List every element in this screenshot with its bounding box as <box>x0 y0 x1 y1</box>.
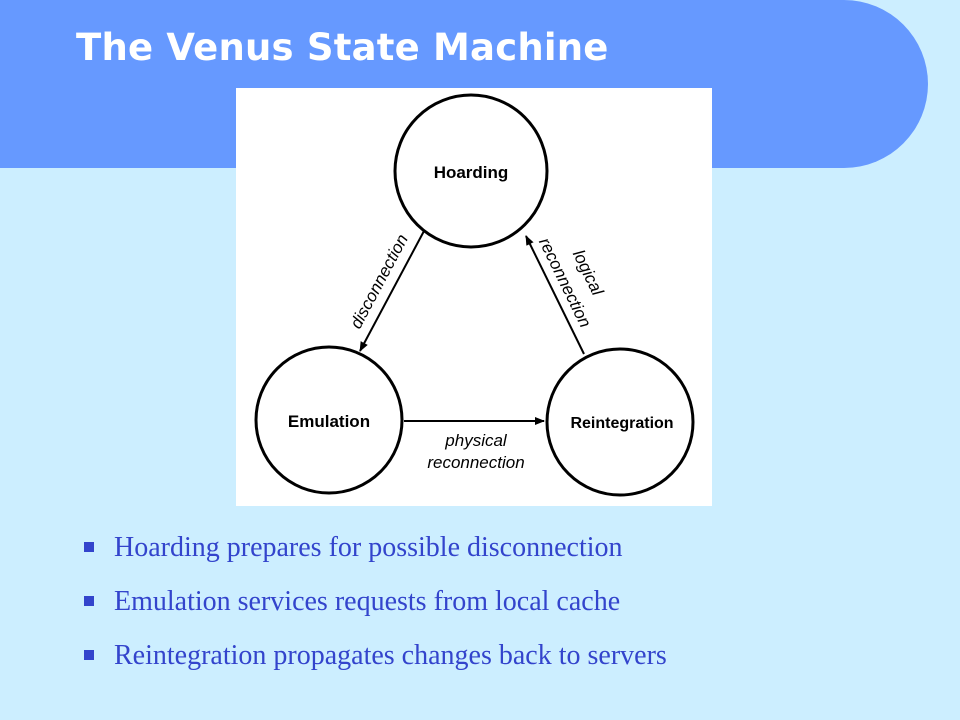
physical-reconnection-label: reconnection <box>427 453 524 472</box>
bullet-text: Emulation services requests from local c… <box>114 586 621 617</box>
physical-label: physical <box>444 431 508 450</box>
square-bullet-icon <box>84 596 94 606</box>
bullet-list: Hoarding prepares for possible disconnec… <box>84 526 667 688</box>
disconnection-arrow <box>359 230 425 352</box>
logical-reconnection-arrow <box>525 235 585 355</box>
bullet-item-hoarding: Hoarding prepares for possible disconnec… <box>84 526 667 580</box>
bullet-text: Hoarding prepares for possible disconnec… <box>114 532 623 563</box>
reintegration-state-circle <box>545 347 695 497</box>
slide-title: The Venus State Machine <box>76 26 609 69</box>
hoarding-state-circle <box>393 93 549 249</box>
emulation-label: Emulation <box>288 412 370 431</box>
hoarding-label: Hoarding <box>434 163 509 182</box>
bullet-item-emulation: Emulation services requests from local c… <box>84 580 667 634</box>
diagram-canvas: Hoarding Emulation Reintegration disconn… <box>254 93 695 497</box>
bullet-text: Reintegration propagates changes back to… <box>114 640 667 671</box>
state-machine-diagram: Hoarding Emulation Reintegration disconn… <box>236 88 712 506</box>
reintegration-label: Reintegration <box>570 415 673 432</box>
bullet-item-reintegration: Reintegration propagates changes back to… <box>84 634 667 688</box>
square-bullet-icon <box>84 542 94 552</box>
emulation-state-circle <box>254 345 404 495</box>
square-bullet-icon <box>84 650 94 660</box>
